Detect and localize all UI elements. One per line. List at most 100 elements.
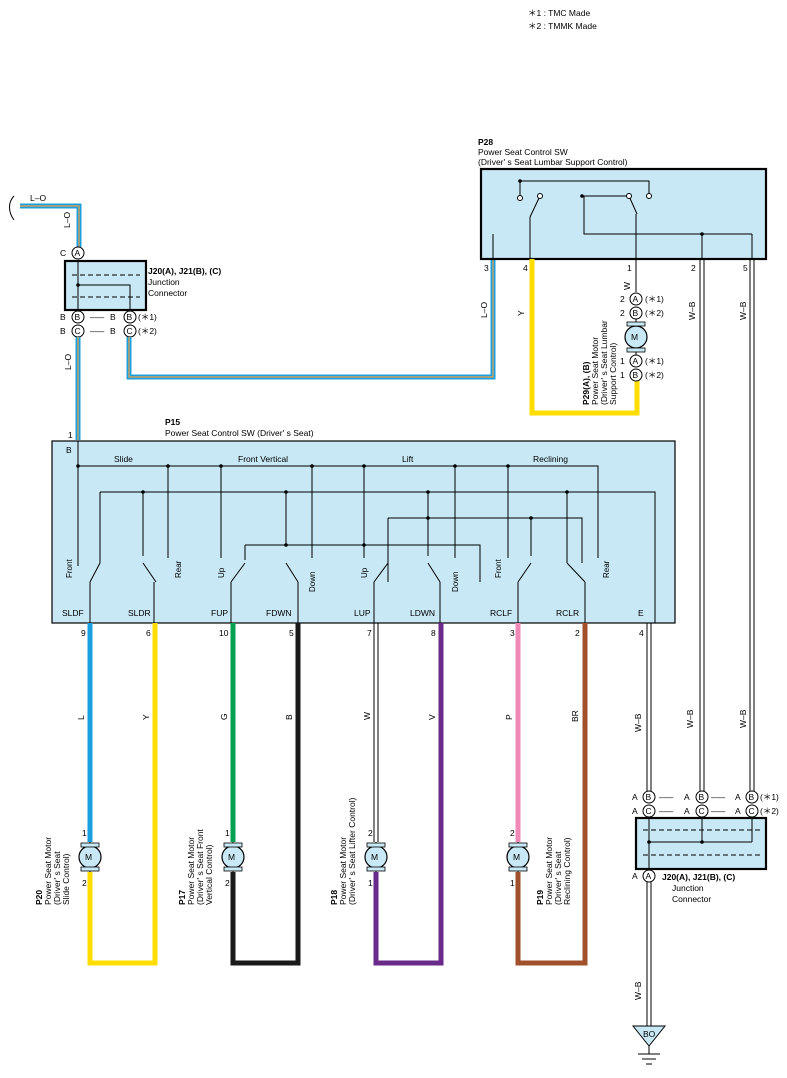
svg-text:Power Seat Motor: Power Seat Motor (544, 837, 554, 905)
svg-text:A: A (684, 806, 690, 816)
p18-code: P18 (329, 890, 339, 905)
p15-pin-10: 10 (219, 628, 229, 638)
p15-pin-7: 7 (367, 628, 372, 638)
motor-p20 (78, 842, 102, 872)
svg-text:(＊2): (＊2) (138, 326, 157, 336)
p15-contact-down-2: Down (451, 572, 460, 592)
p17-code: P17 (177, 890, 187, 905)
p15-term-ldwn: LDWN (410, 608, 435, 618)
p28-pin-5: 5 (743, 263, 748, 273)
p17-motor-letter: M (228, 852, 235, 862)
jbot-out-wire-label: W–B (633, 981, 643, 1000)
p15-wire-g-label: G (219, 713, 229, 720)
jbot-desc1: Junction (672, 883, 704, 893)
p15-contact-up-2: Up (360, 567, 369, 578)
wire-wb-p28-pin5 (749, 259, 755, 794)
p15-wire-v-label: V (427, 714, 437, 720)
svg-text:A: A (735, 806, 741, 816)
p18-pin-top: 2 (368, 828, 373, 838)
p28-pin-2: 2 (691, 263, 696, 273)
jbot-row1-circle-1 (642, 790, 656, 804)
p15-contact-front-2: Front (494, 559, 503, 578)
p15-name: Power Seat Control SW (Driver' s Seat) (165, 428, 314, 438)
p15-wire-y-label: Y (141, 714, 151, 720)
p15-pin-2: 2 (575, 628, 580, 638)
svg-text:C: C (75, 326, 81, 336)
svg-text:Support Control): Support Control) (608, 342, 618, 405)
p28-pin-4: 4 (523, 263, 528, 273)
svg-text:(Driver' s Seat Lumbar: (Driver' s Seat Lumbar (599, 320, 609, 405)
p15-term-fup: FUP (211, 608, 228, 618)
p19-motor-letter: M (513, 852, 520, 862)
p15-wire-wb-label: W–B (633, 713, 643, 732)
motor-p17 (221, 842, 245, 872)
jtop-pin-c-letter: A (75, 248, 81, 258)
ground-symbol (631, 1025, 667, 1065)
p28-wire-wb2-lower-label: W–B (738, 709, 748, 728)
svg-text:(＊1): (＊1) (138, 312, 157, 322)
svg-text:–––: ––– (90, 312, 104, 322)
p15-contact-up-1: Up (217, 567, 226, 578)
p15-term-e: E (638, 608, 644, 618)
p28-pin-1: 1 (627, 263, 632, 273)
motor-p18 (364, 842, 388, 872)
p20-motor-letter: M (85, 852, 92, 862)
svg-text:–––: ––– (711, 792, 725, 802)
svg-text:B: B (749, 792, 755, 802)
svg-text:(Driver' s Seat: (Driver' s Seat (553, 851, 563, 905)
svg-text:Reclining Control): Reclining Control) (562, 837, 572, 905)
svg-text:(Driver' s Seat Front: (Driver' s Seat Front (195, 829, 205, 905)
svg-text:–––: ––– (659, 806, 673, 816)
jtop-row1-right-circle (123, 310, 137, 324)
jtop-title: J20(A), J21(B), (C) (148, 266, 221, 276)
svg-text:Slide Control): Slide Control) (61, 853, 71, 905)
p28-pin-3: 3 (484, 263, 489, 273)
svg-text:(＊1): (＊1) (645, 356, 664, 366)
p19-pin-top: 2 (510, 828, 515, 838)
p15-term-lup: LUP (354, 608, 371, 618)
p20-pin-top: 1 (82, 828, 87, 838)
p15-pin-6: 6 (146, 628, 151, 638)
jtop-down-wire-label: L–O (63, 354, 73, 370)
p15-top-pin: 1 (68, 430, 73, 440)
jbot-desc2: Connector (672, 894, 711, 904)
top-wire-color-label: L–O (30, 193, 46, 203)
p15-wire-p-label: P (504, 714, 514, 720)
p15-pin-8: 8 (431, 628, 436, 638)
jbot-row1-circle-2 (695, 790, 709, 804)
p15-wire-w-label: W (362, 712, 372, 720)
p15-contact-rear-2: Rear (602, 560, 611, 578)
p29-code: P29(A), (B) (581, 361, 591, 405)
wire-wb-ground (646, 882, 652, 1026)
p15-contact-down-1: Down (308, 572, 317, 592)
ground-label: BO (643, 1029, 656, 1039)
svg-text:M: M (631, 332, 638, 342)
p28-wire-lo-label: L–O (479, 302, 489, 318)
p15-pin-3: 3 (510, 628, 515, 638)
jtop-row1-left-letter: B (60, 312, 66, 322)
p15-section-front-vertical: Front Vertical (238, 454, 288, 464)
p15-term-rclf: RCLF (490, 608, 512, 618)
svg-text:(＊2): (＊2) (645, 370, 664, 380)
svg-text:Power Seat Motor: Power Seat Motor (590, 337, 600, 405)
svg-text:Power Seat Motor: Power Seat Motor (186, 837, 196, 905)
junction-bottom-box (634, 816, 768, 871)
svg-text:(Driver' s Seat: (Driver' s Seat (52, 851, 62, 905)
svg-text:(＊2): (＊2) (760, 806, 779, 816)
svg-text:(＊2): (＊2) (645, 308, 664, 318)
jtop-row1-left-circle (71, 310, 85, 324)
svg-text:Vertical Control): Vertical Control) (204, 844, 214, 905)
p29-pin-row4 (629, 368, 643, 382)
svg-text:A: A (633, 356, 639, 366)
p15-code: P15 (165, 417, 180, 427)
p28-code: P28 (478, 137, 493, 147)
p15-section-lift: Lift (402, 454, 414, 464)
p28-wire-y-label: Y (516, 310, 526, 316)
p28-wire-wb1-label: W–B (687, 301, 697, 320)
svg-text:A: A (735, 792, 741, 802)
wire-y-slide (87, 623, 158, 966)
p19-pin-bottom: 1 (510, 878, 515, 888)
jbot-title: J20(A), J21(B), (C) (662, 872, 735, 882)
svg-text:A: A (632, 792, 638, 802)
